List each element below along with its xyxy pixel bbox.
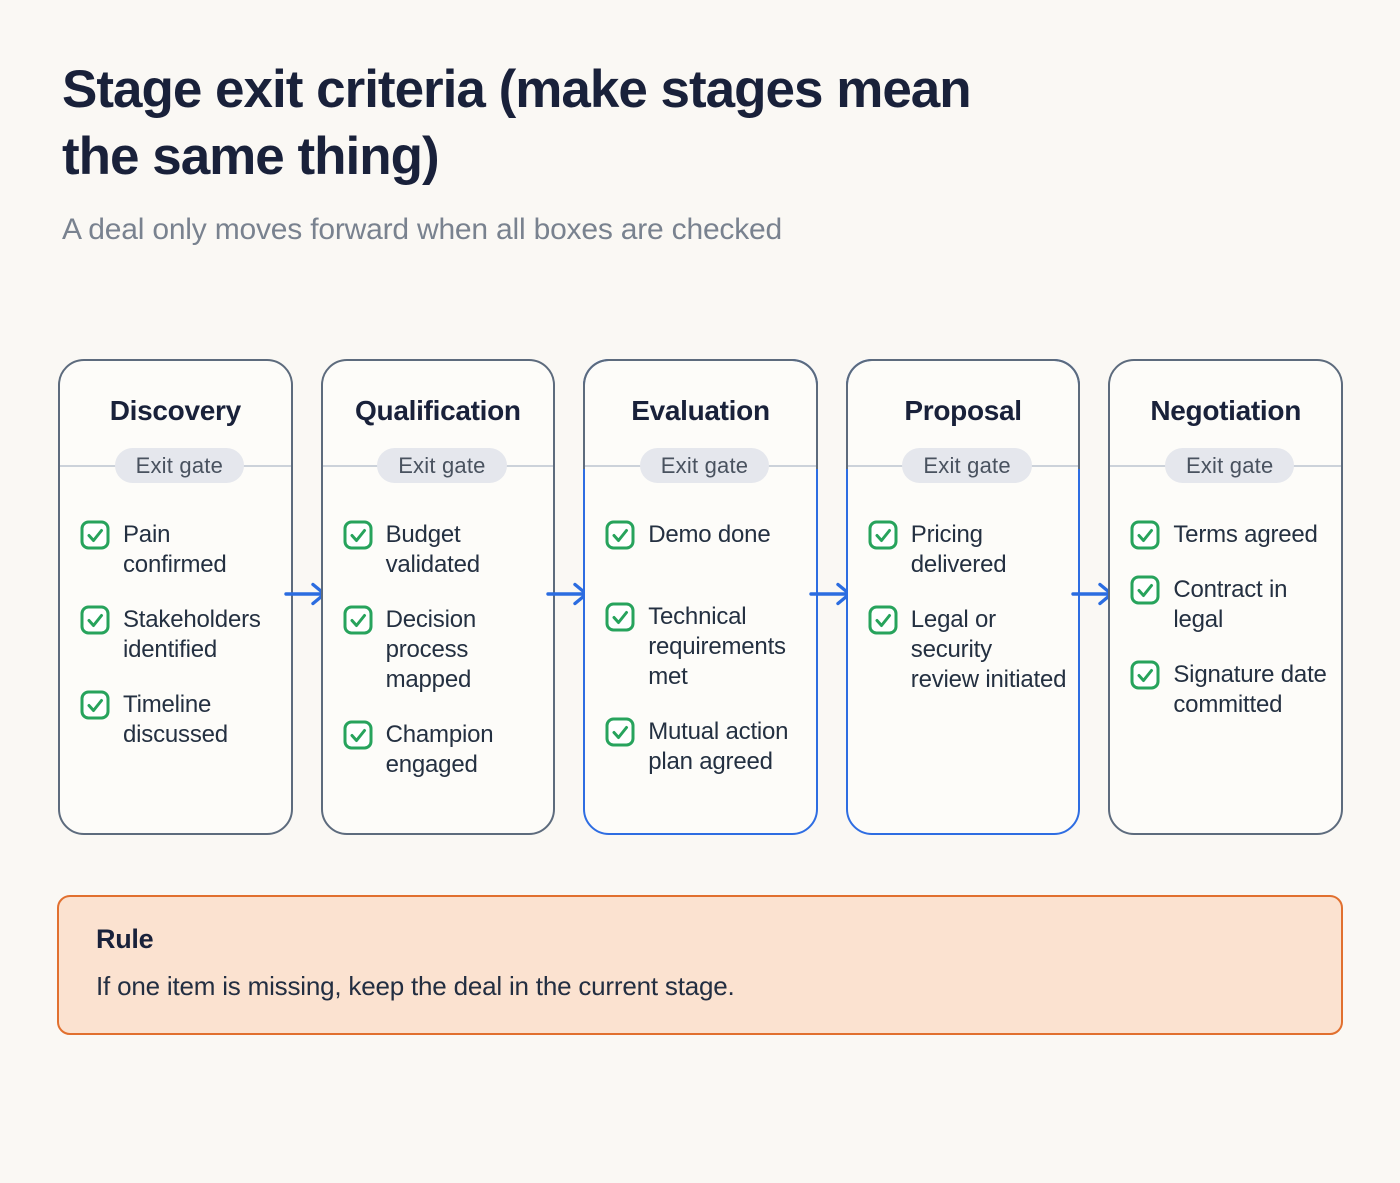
check-item-label: Contract in legal — [1173, 575, 1288, 633]
check-item: Timeline discussed — [80, 690, 279, 750]
checkbox-checked-icon — [868, 520, 898, 550]
stage-title: Negotiation — [1150, 394, 1302, 426]
exit-gate-row: Exit gate — [322, 447, 553, 483]
check-item: Decision process mapped — [343, 605, 542, 695]
stage-card-proposal: Proposal Exit gate Pricing delivered Leg… — [845, 358, 1081, 835]
check-item-label: Terms agreed — [1173, 520, 1318, 548]
checkbox-checked-icon — [343, 605, 373, 635]
check-item: Signature date committed — [1130, 660, 1329, 720]
check-item: Champion engaged — [343, 720, 542, 780]
checklist: Budget validated Decision process mapped… — [343, 520, 542, 780]
checkbox-checked-icon — [605, 602, 635, 632]
rule-text: If one item is missing, keep the deal in… — [96, 970, 735, 1001]
checkbox-checked-icon — [80, 520, 110, 550]
check-item: Demo done — [605, 520, 804, 550]
check-item-label: Stakeholders identified — [123, 605, 261, 663]
check-item-label: Pricing delivered — [910, 520, 1007, 578]
stage-card-negotiation: Negotiation Exit gate Terms agreed Contr… — [1108, 358, 1343, 835]
check-item: Stakeholders identified — [80, 605, 279, 665]
exit-gate-row: Exit gate — [60, 447, 291, 483]
exit-gate-badge: Exit gate — [902, 447, 1032, 483]
exit-gate-row: Exit gate — [585, 447, 816, 483]
stage-card-evaluation: Evaluation Exit gate Demo done Technical… — [583, 358, 818, 835]
check-item-label: Signature date committed — [1173, 660, 1327, 718]
check-item-label: Mutual action plan agreed — [648, 717, 789, 775]
checklist: Pain confirmed Stakeholders identified T… — [80, 520, 279, 750]
checkbox-checked-icon — [1130, 660, 1160, 690]
checkbox-checked-icon — [343, 520, 373, 550]
check-item-label: Pain confirmed — [123, 520, 227, 578]
stage-connector — [546, 359, 589, 835]
checkbox-checked-icon — [80, 690, 110, 720]
checkbox-checked-icon — [80, 605, 110, 635]
stage-title: Qualification — [355, 394, 521, 426]
stage-connector — [809, 359, 851, 835]
checkbox-checked-icon — [605, 717, 635, 747]
check-item-label: Decision process mapped — [385, 605, 477, 693]
check-item-label: Technical requirements met — [648, 602, 786, 690]
check-item: Legal or security review initiated — [868, 605, 1067, 695]
checklist: Pricing delivered Legal or security revi… — [868, 520, 1067, 695]
rule-title: Rule — [96, 923, 154, 954]
exit-gate-badge: Exit gate — [1164, 447, 1295, 483]
checkbox-checked-icon — [605, 520, 635, 550]
stage-connector — [283, 359, 326, 835]
check-item-label: Timeline discussed — [123, 690, 228, 748]
stage-card-discovery: Discovery Exit gate Pain confirmed Stake… — [58, 358, 293, 835]
exit-gate-badge: Exit gate — [114, 447, 244, 483]
stage-cards-row: Discovery Exit gate Pain confirmed Stake… — [58, 358, 1343, 835]
checklist: Terms agreed Contract in legal Signature… — [1130, 520, 1329, 720]
check-item: Contract in legal — [1130, 575, 1329, 635]
exit-gate-badge: Exit gate — [377, 447, 507, 483]
stage-title: Discovery — [109, 394, 241, 426]
check-item-label: Demo done — [648, 520, 771, 548]
exit-gate-row: Exit gate — [847, 447, 1078, 483]
checkbox-checked-icon — [868, 605, 898, 635]
check-item: Terms agreed — [1130, 520, 1329, 550]
check-item: Budget validated — [343, 520, 542, 580]
stage-connector — [1071, 359, 1114, 835]
check-item: Mutual action plan agreed — [605, 717, 804, 777]
stage-title: Proposal — [904, 394, 1022, 426]
check-item: Pricing delivered — [868, 520, 1067, 580]
stage-card-qualification: Qualification Exit gate Budget validated… — [320, 358, 556, 835]
check-item-label: Budget validated — [385, 520, 480, 578]
exit-gate-row: Exit gate — [1110, 447, 1341, 483]
checkbox-checked-icon — [343, 720, 373, 750]
exit-gate-badge: Exit gate — [639, 447, 770, 483]
checklist: Demo done Technical requirements met Mut… — [605, 520, 804, 777]
checkbox-checked-icon — [1130, 575, 1160, 605]
page-title: Stage exit criteria (make stages mean th… — [62, 60, 972, 187]
checkbox-checked-icon — [1130, 520, 1160, 550]
check-item: Technical requirements met — [605, 602, 804, 692]
rule-callout: Rule If one item is missing, keep the de… — [57, 894, 1343, 1035]
check-item-label: Legal or security review initiated — [910, 605, 1067, 693]
check-item-label: Champion engaged — [385, 720, 494, 778]
stage-title: Evaluation — [631, 394, 770, 426]
check-item: Pain confirmed — [80, 520, 279, 580]
stage-exit-criteria-diagram: Stage exit criteria (make stages mean th… — [0, 56, 1400, 1183]
page-subtitle: A deal only moves forward when all boxes… — [62, 212, 783, 246]
